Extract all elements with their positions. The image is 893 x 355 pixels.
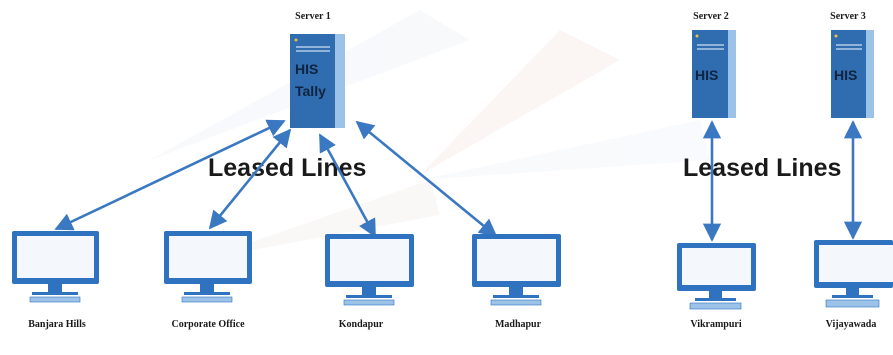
link-madhapur xyxy=(355,120,498,238)
link-corporate-office xyxy=(208,128,292,230)
monitor-icon xyxy=(814,240,893,308)
client-label: Madhapur xyxy=(495,319,542,330)
client-madhapur: Madhapur xyxy=(472,234,561,330)
server-3: Server 3 HIS xyxy=(830,11,874,118)
client-label: Banjara Hills xyxy=(28,319,86,330)
monitor-icon xyxy=(164,231,252,303)
client-label: Vijayawada xyxy=(826,319,877,330)
monitor-icon xyxy=(12,231,99,303)
client-vijayawada: Vijayawada xyxy=(814,240,893,330)
server-2: Server 2 HIS xyxy=(692,11,736,118)
monitor-icon xyxy=(325,234,414,306)
server-2-tower-icon xyxy=(692,30,736,118)
client-label: Kondapur xyxy=(339,319,384,330)
client-banjara-hills: Banjara Hills xyxy=(12,231,99,330)
server-3-label: Server 3 xyxy=(830,11,866,22)
server-1-app-2: Tally xyxy=(295,83,326,99)
server-2-label: Server 2 xyxy=(693,11,729,22)
server-1-app-1: HIS xyxy=(295,61,318,77)
leased-lines-label-right: Leased Lines xyxy=(683,154,841,182)
monitor-icon xyxy=(472,234,561,306)
monitor-icon xyxy=(677,243,756,310)
background-watermark xyxy=(150,10,710,260)
client-label: Corporate Office xyxy=(171,319,245,330)
client-label: Vikrampuri xyxy=(690,319,742,330)
server-3-tower-icon xyxy=(831,30,874,118)
server-1-tower-icon xyxy=(290,34,345,128)
server-2-app-1: HIS xyxy=(695,67,718,83)
client-corporate-office: Corporate Office xyxy=(164,231,252,330)
server-1-label: Server 1 xyxy=(295,11,331,22)
client-kondapur: Kondapur xyxy=(325,234,414,330)
connections xyxy=(54,119,863,242)
client-vikrampuri: Vikrampuri xyxy=(677,243,756,330)
server-3-app-1: HIS xyxy=(834,67,857,83)
server-1: Server 1 HIS Tally xyxy=(290,11,345,128)
